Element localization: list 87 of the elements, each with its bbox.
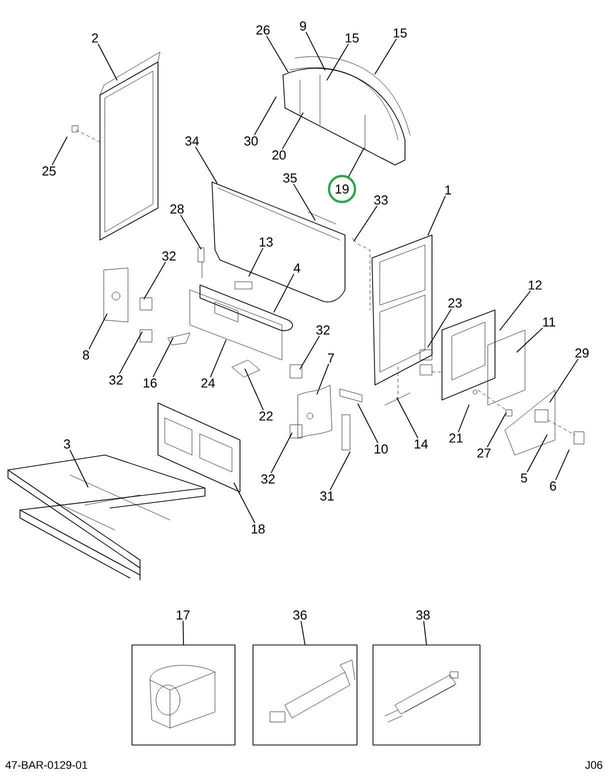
- inset-box: [252, 644, 358, 746]
- callout-number: 4: [294, 264, 300, 272]
- callout-number: 10: [374, 444, 388, 454]
- leader-line: [486, 412, 506, 448]
- callout-number: 2: [92, 33, 98, 43]
- leader-line: [180, 214, 202, 250]
- callout-number: 25: [42, 166, 56, 176]
- callout-number: 32: [261, 474, 275, 484]
- leader-line: [266, 36, 288, 72]
- leader-line: [254, 96, 276, 136]
- leader-line: [282, 112, 304, 150]
- callout-number: 33: [374, 195, 388, 205]
- inset-box: [132, 644, 236, 746]
- leader-line: [555, 450, 570, 480]
- callout-number: 22: [259, 411, 273, 421]
- leader-line: [423, 620, 427, 646]
- leader-line: [300, 620, 306, 646]
- leader-line: [348, 148, 364, 178]
- leader-line: [52, 136, 68, 166]
- callout-number: 23: [448, 298, 462, 308]
- callout-number: 6: [550, 481, 556, 491]
- leader-line: [118, 332, 142, 374]
- callout-number: 15: [394, 28, 407, 38]
- callout-number: 32: [109, 375, 123, 385]
- callout-number: 28: [170, 204, 184, 214]
- callout-number: 32: [316, 325, 330, 335]
- callout-number: 14: [414, 440, 428, 448]
- callout-number: 34: [185, 136, 199, 146]
- leader-line: [396, 398, 418, 438]
- callout-number: 20: [272, 150, 286, 160]
- leader-line: [195, 146, 218, 184]
- callout-number: 15: [346, 33, 359, 43]
- leader-line: [300, 336, 320, 370]
- callout-number: 30: [244, 136, 258, 146]
- callout-number: 38: [416, 610, 430, 620]
- callout-number: 27: [477, 448, 491, 458]
- callout-number: 3: [64, 439, 70, 449]
- callout-number: 5: [520, 473, 528, 483]
- callout-number: 32: [162, 251, 176, 261]
- callout-number: 1: [445, 186, 451, 194]
- leader-line: [516, 328, 543, 352]
- leader-line: [316, 364, 330, 394]
- drawing-number: 47-BAR-0129-01: [5, 761, 88, 769]
- leader-line: [210, 340, 226, 378]
- callout-number: 26: [256, 25, 270, 35]
- callout-number: 13: [260, 237, 273, 247]
- callout-number: 35: [283, 173, 297, 183]
- callout-number: 12: [528, 280, 542, 290]
- leader-line: [500, 290, 531, 330]
- leader-line: [550, 358, 578, 402]
- callout-number: 24: [201, 378, 215, 388]
- callout-number: 17: [176, 610, 190, 620]
- callout-number: 9: [300, 21, 306, 31]
- circled-callout-number: 19: [328, 174, 356, 204]
- leader-line: [88, 314, 108, 350]
- callout-number: 16: [144, 378, 157, 388]
- leader-line: [144, 262, 166, 300]
- leader-line: [270, 432, 292, 474]
- callout-number: 18: [252, 524, 265, 534]
- leader-line: [306, 32, 326, 70]
- leader-line: [354, 206, 378, 242]
- leader-line: [526, 434, 548, 472]
- leader-line: [152, 338, 174, 378]
- callout-number: 8: [82, 350, 90, 360]
- leader-line: [428, 308, 452, 348]
- leader-line: [274, 274, 294, 312]
- leader-line: [182, 620, 184, 646]
- callout-number: 31: [320, 491, 334, 501]
- callout-number: 29: [575, 348, 589, 358]
- inset-box: [372, 644, 480, 746]
- callout-number: 21: [449, 433, 463, 443]
- drawing-number: J06: [585, 761, 602, 769]
- leader-line: [330, 452, 350, 490]
- callout-number: 7: [328, 354, 334, 362]
- leader-line: [293, 184, 316, 220]
- leader-line: [358, 404, 378, 444]
- leader-line: [244, 368, 264, 410]
- leader-line: [428, 196, 446, 236]
- leader-line: [248, 248, 264, 276]
- callout-number: 36: [293, 610, 307, 620]
- leader-line: [374, 38, 397, 74]
- leader-line: [70, 450, 88, 488]
- leader-line: [98, 44, 118, 80]
- leader-line: [326, 44, 349, 80]
- leader-line: [458, 404, 470, 432]
- callout-number: 11: [543, 318, 556, 326]
- leader-line: [234, 482, 256, 524]
